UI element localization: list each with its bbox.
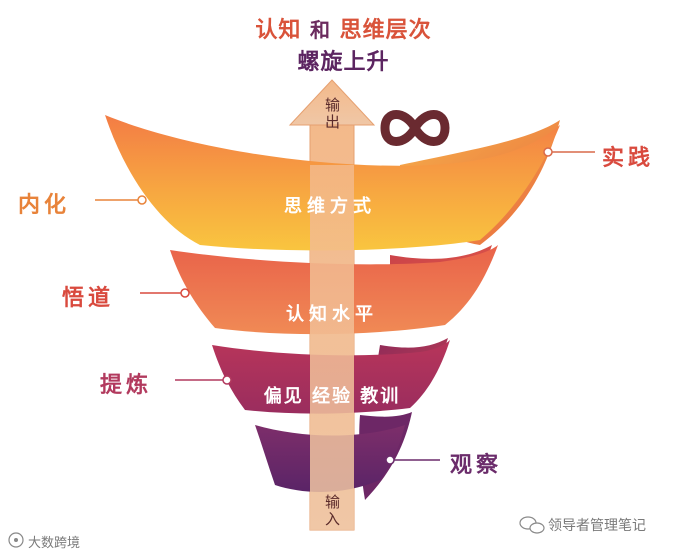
title-line-1: 认知 和 思维层次 [0, 12, 687, 44]
infinity-icon [385, 115, 445, 142]
connector-left-mid [140, 289, 189, 297]
wechat-icon [520, 517, 544, 533]
side-label-enlightenment: 悟道 [62, 280, 114, 312]
arrow-shaft-front [310, 165, 354, 530]
connector-left-top [95, 196, 146, 204]
arrow-top-label: 输出 [322, 97, 343, 131]
arrow-bottom-label: 输入 [322, 494, 343, 528]
band-label-thinking-mode: 思维方式 [230, 192, 430, 218]
watermark-left: 大数跨境 [28, 532, 80, 551]
band-label-cognition-level: 认知水平 [232, 300, 432, 326]
title-line-2: 螺旋上升 [0, 44, 687, 76]
watermark-right: 领导者管理笔记 [548, 515, 646, 535]
connector-right-top [544, 148, 595, 156]
title-part-thinking: 思维层次 [340, 18, 432, 43]
side-label-refine: 提炼 [100, 367, 152, 399]
watermark-left-logo [9, 533, 23, 547]
side-label-observe: 观察 [450, 447, 502, 479]
title-connector: 和 [310, 18, 331, 42]
band-label-bias-experience: 偏见 经验 教训 [222, 382, 442, 408]
title-part-cognition: 认知 [255, 18, 301, 43]
side-label-internalize: 内化 [18, 187, 70, 219]
side-label-practice: 实践 [602, 140, 654, 172]
